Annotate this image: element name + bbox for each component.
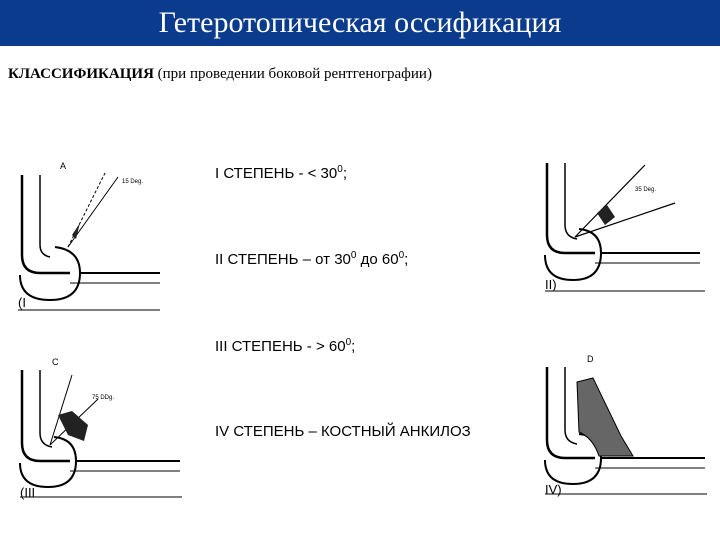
diagram-grade-2: 35 Deg. II) — [544, 163, 705, 292]
diagram-a-angle: 15 Deg. — [122, 179, 143, 185]
diagram-c-letter: C — [52, 357, 59, 367]
diagram-grade-1: A 15 Deg. (I — [18, 161, 160, 311]
diagram-a-letter: A — [60, 161, 66, 171]
diagram-b-angle: 35 Deg. — [635, 187, 656, 193]
diagram-c-angle: 75 DDg. — [92, 395, 114, 401]
diagram-d-letter: D — [587, 354, 594, 364]
classification-subtitle: КЛАССИФИКАЦИЯ (при проведении боковой ре… — [8, 66, 432, 83]
diagram-grade-4: D IV) — [544, 354, 707, 497]
subtitle-rest: (при проведении боковой рентгенографии) — [153, 66, 432, 82]
diagram-d-grade: IV) — [545, 482, 562, 497]
grade-2: II СТЕПЕНЬ – от 300 до 600; — [215, 250, 409, 268]
diagram-c-grade: (III — [20, 485, 35, 500]
title-bar: Гетеротопическая оссификация — [0, 0, 720, 46]
page-title: Гетеротопическая оссификация — [158, 6, 562, 39]
diagram-b-grade: II) — [545, 277, 557, 292]
subtitle-bold: КЛАССИФИКАЦИЯ — [8, 66, 154, 82]
grade-1: I СТЕПЕНЬ - < 300; — [215, 164, 347, 182]
diagram-grade-3: C 75 DDg. (III — [19, 357, 182, 500]
grade-4: IV СТЕПЕНЬ – КОСТНЫЙ АНКИЛОЗ — [215, 423, 471, 440]
diagram-a-grade: (I — [18, 295, 26, 310]
grade-3: III СТЕПЕНЬ - > 600; — [215, 337, 356, 355]
